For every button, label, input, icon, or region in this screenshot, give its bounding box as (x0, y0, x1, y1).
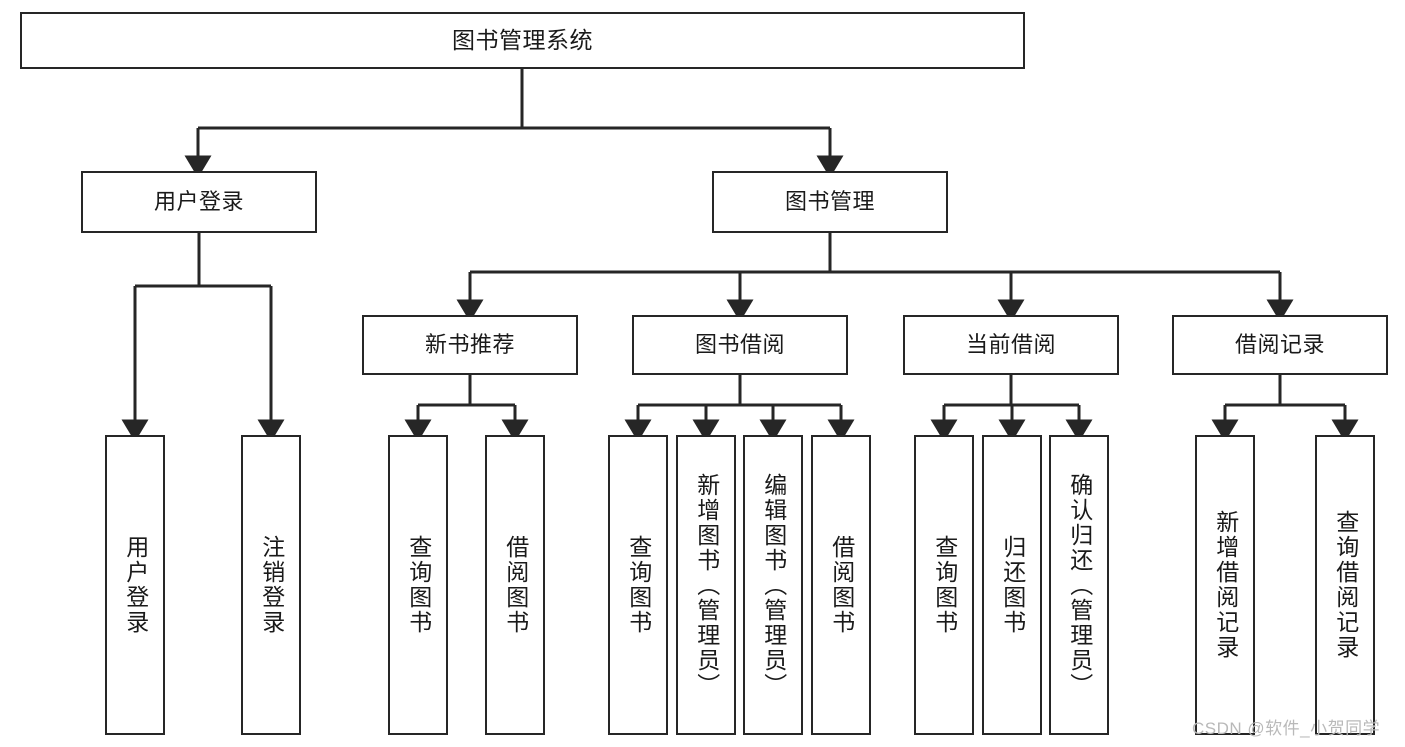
node-current-borrow[interactable]: 当前借阅 (903, 315, 1119, 375)
node-leaf-query-book-borrow[interactable]: 查询图书 (608, 435, 668, 735)
node-leaf-user-login[interactable]: 用户登录 (105, 435, 165, 735)
node-root[interactable]: 图书管理系统 (20, 12, 1025, 69)
node-leaf-confirm-return-admin[interactable]: 确认归还（管理员） (1049, 435, 1109, 735)
csdn-watermark: CSDN @软件_小贺同学 (1192, 719, 1381, 738)
node-new-book-recommend[interactable]: 新书推荐 (362, 315, 578, 375)
node-leaf-borrow-book[interactable]: 借阅图书 (811, 435, 871, 735)
node-book-manage[interactable]: 图书管理 (712, 171, 948, 233)
node-leaf-return-book[interactable]: 归还图书 (982, 435, 1042, 735)
node-leaf-query-book-rec[interactable]: 查询图书 (388, 435, 448, 735)
node-user-login[interactable]: 用户登录 (81, 171, 317, 233)
node-leaf-borrow-book-rec[interactable]: 借阅图书 (485, 435, 545, 735)
node-book-borrow[interactable]: 图书借阅 (632, 315, 848, 375)
node-leaf-query-borrow-record[interactable]: 查询借阅记录 (1315, 435, 1375, 735)
node-leaf-edit-book-admin[interactable]: 编辑图书（管理员） (743, 435, 803, 735)
node-leaf-user-logout[interactable]: 注销登录 (241, 435, 301, 735)
node-borrow-record[interactable]: 借阅记录 (1172, 315, 1388, 375)
node-leaf-query-book-current[interactable]: 查询图书 (914, 435, 974, 735)
node-leaf-add-borrow-record[interactable]: 新增借阅记录 (1195, 435, 1255, 735)
node-leaf-add-book-admin[interactable]: 新增图书（管理员） (676, 435, 736, 735)
